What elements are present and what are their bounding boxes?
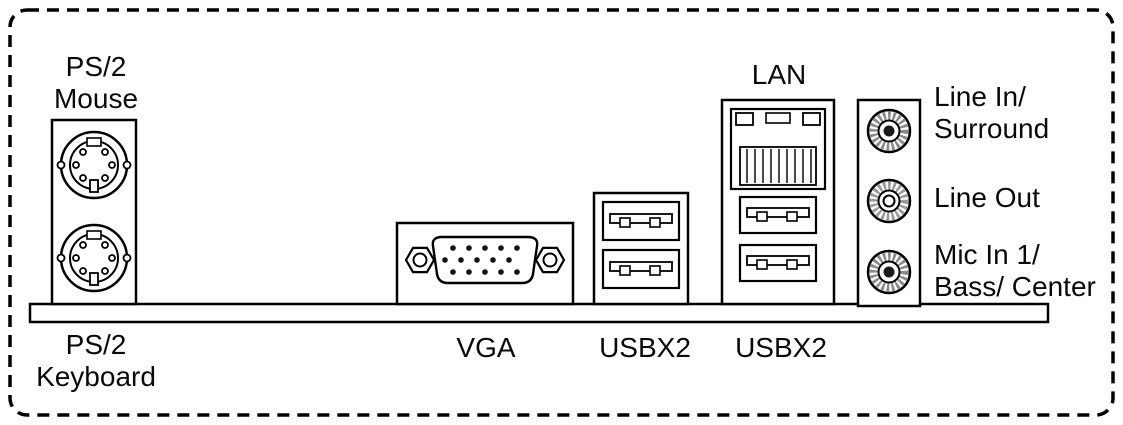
vga-port bbox=[395, 221, 575, 306]
lan-port bbox=[729, 107, 827, 191]
vga-screw-left bbox=[404, 246, 436, 274]
label-ps2-keyboard-line2: Keyboard bbox=[36, 361, 156, 392]
audio-jack-mic-in bbox=[866, 249, 912, 295]
vga-dsub-connector bbox=[431, 235, 539, 285]
lan-led-left bbox=[735, 112, 754, 126]
label-line-in-line2: Surround bbox=[934, 113, 1049, 144]
label-mic-in-line1: Mic In 1/ bbox=[934, 239, 1040, 270]
label-lan: LAN bbox=[752, 59, 806, 90]
usb-port bbox=[738, 243, 818, 283]
label-ps2-keyboard-line1: PS/2 bbox=[66, 329, 127, 360]
usb-port bbox=[601, 248, 681, 290]
usb-port bbox=[601, 200, 681, 242]
label-mic-in-line2: Bass/ Center bbox=[934, 271, 1096, 302]
ps2-ports-block bbox=[50, 118, 138, 306]
label-usb-right: USBX2 bbox=[735, 332, 827, 363]
usb-block-left bbox=[592, 191, 690, 306]
lan-latch-tab bbox=[765, 112, 791, 124]
label-usb-left: USBX2 bbox=[599, 332, 691, 363]
dashed-border bbox=[8, 8, 1115, 417]
audio-jack-line-in bbox=[866, 108, 912, 154]
label-ps2-mouse-line2: Mouse bbox=[54, 83, 138, 114]
audio-jacks-block bbox=[856, 98, 922, 308]
ps2-keyboard-port bbox=[56, 223, 132, 293]
label-vga: VGA bbox=[456, 332, 515, 363]
label-ps2-mouse-line1: PS/2 bbox=[66, 51, 127, 82]
ps2-mouse-port bbox=[56, 130, 132, 200]
label-line-out: Line Out bbox=[934, 182, 1040, 213]
lan-led-right bbox=[802, 112, 821, 126]
lan-usb-block bbox=[720, 98, 836, 306]
vga-screw-right bbox=[534, 246, 566, 274]
audio-jack-line-out bbox=[866, 178, 912, 224]
label-line-in-line1: Line In/ bbox=[934, 81, 1026, 112]
usb-port bbox=[738, 195, 818, 235]
